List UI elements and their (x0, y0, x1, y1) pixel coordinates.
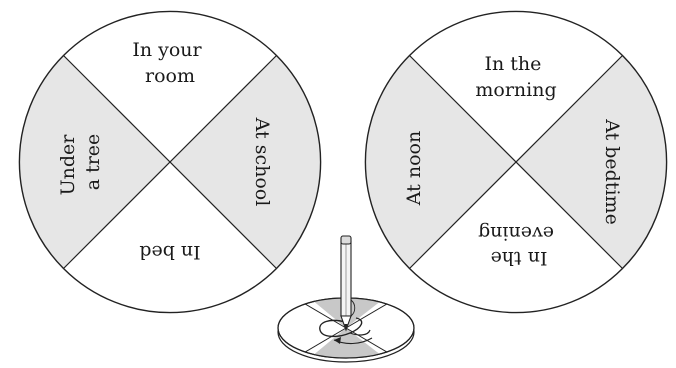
places-wheel-right-label: At school (251, 117, 273, 207)
places-wheel-bottom-label: In bed (139, 241, 200, 263)
times-wheel-bottom-label: In the evening (478, 222, 554, 269)
times-wheel-top-label: In the morning (475, 53, 556, 101)
pencil-paperclip-spinner-icon (278, 236, 414, 368)
places-wheel-top-label: In your room (132, 39, 207, 87)
places-wheel: In your room At school In bed Under a tr… (19, 11, 320, 312)
times-wheel: In the morning At bedtime In the evening… (365, 11, 666, 312)
times-wheel-left-label: At noon (403, 131, 425, 206)
times-wheel-right-label: At bedtime (601, 118, 623, 225)
